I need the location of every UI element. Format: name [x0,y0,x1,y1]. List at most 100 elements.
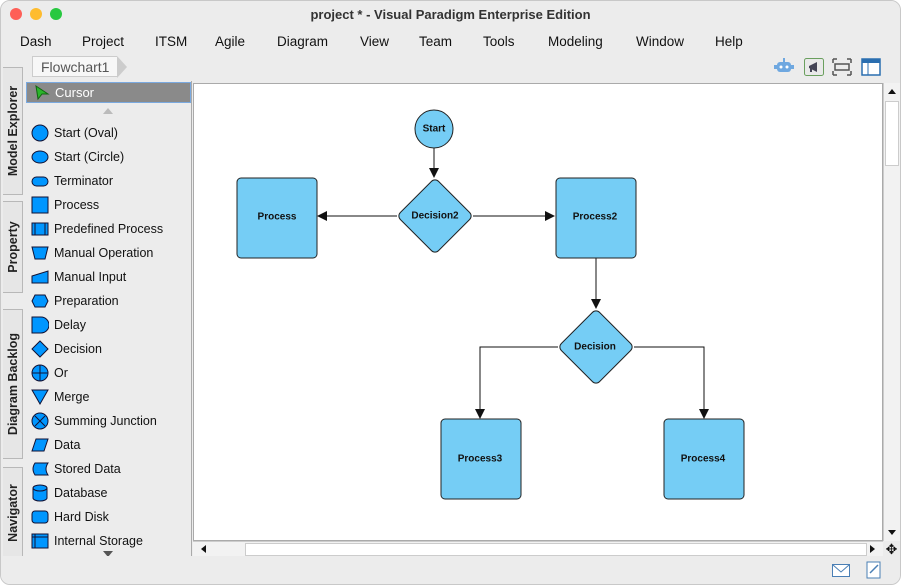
palette-item-label: Internal Storage [54,534,143,548]
node-process4[interactable]: Process4 [663,418,745,500]
tab-model-explorer[interactable]: Model Explorer [3,67,23,195]
scroll-down-arrow-icon[interactable] [103,551,113,557]
palette-item-merge[interactable]: Merge [31,387,89,407]
palette-item-data[interactable]: Data [31,435,80,455]
palette-item-label: Hard Disk [54,510,109,524]
shape-icon [31,438,49,452]
node-process2[interactable]: Process2 [555,177,637,259]
title-bar: project * - Visual Paradigm Enterprise E… [1,1,900,27]
scroll-right-icon[interactable] [870,545,875,553]
palette-item-label: Stored Data [54,462,121,476]
menu-diagram[interactable]: Diagram [277,33,329,49]
svg-text:Start: Start [423,124,446,135]
menu-itsm[interactable]: ITSM [155,33,188,49]
minimize-button[interactable] [30,8,42,20]
palette-item-start-oval[interactable]: Start (Oval) [31,123,118,143]
node-process[interactable]: Process [236,177,318,259]
palette-item-summing-junction[interactable]: Summing Junction [31,411,157,431]
menu-project[interactable]: Project [82,33,125,49]
svg-text:Process3: Process3 [458,454,503,465]
shape-icon [31,294,49,308]
connector-decision-process3[interactable] [475,346,558,419]
menu-bar: Dash Project ITSM Agile Diagram View Tea… [1,29,900,53]
horizontal-scrollbar[interactable] [193,541,883,557]
menu-modeling[interactable]: Modeling [548,33,603,49]
status-bar [1,556,900,584]
tab-property[interactable]: Property [3,201,23,293]
palette-item-label: Or [54,366,68,380]
side-tabs: Model Explorer Property Diagram Backlog … [1,59,25,559]
menu-window[interactable]: Window [636,33,685,49]
palette-item-label: Start (Circle) [54,150,125,164]
palette-item-or[interactable]: Or [31,363,68,383]
svg-text:Process: Process [258,212,297,223]
close-button[interactable] [10,8,22,20]
palette-item-label: Decision [54,342,102,356]
shape-icon [32,462,49,476]
palette-item-stored-data[interactable]: Stored Data [31,459,121,479]
shape-icon [31,176,49,187]
palette-item-manual-operation[interactable]: Manual Operation [31,243,153,263]
palette-item-terminator[interactable]: Terminator [31,171,113,191]
menu-agile[interactable]: Agile [215,33,246,49]
shape-icon [31,196,49,214]
palette-item-predefined-process[interactable]: Predefined Process [31,219,163,239]
shape-icon [31,364,49,382]
node-process3[interactable]: Process3 [440,418,522,500]
palette-item-decision[interactable]: Decision [31,339,102,359]
breadcrumb-flowchart1[interactable]: Flowchart1 [32,56,128,78]
palette-item-label: Manual Operation [54,246,154,260]
pan-icon[interactable]: ✥ [885,541,898,557]
node-start[interactable]: Start [414,109,454,149]
palette-item-label: Start (Oval) [54,126,118,140]
palette-item-internal-storage[interactable]: Internal Storage [31,531,143,551]
vertical-scroll-thumb[interactable] [885,101,899,166]
scroll-left-icon[interactable] [201,545,206,553]
palette-cursor[interactable]: Cursor [26,82,191,103]
palette-item-database[interactable]: Database [31,483,108,503]
menu-dash[interactable]: Dash [20,33,52,49]
node-decision[interactable]: Decision [558,309,634,385]
zoom-button[interactable] [50,8,62,20]
tab-navigator[interactable]: Navigator [3,467,23,559]
horizontal-scroll-thumb[interactable] [245,543,867,556]
shape-icon [31,340,49,358]
scroll-down-icon[interactable] [888,530,896,535]
notes-icon[interactable] [866,561,882,579]
tab-diagram-backlog[interactable]: Diagram Backlog [3,309,23,459]
menu-help[interactable]: Help [715,33,743,49]
menu-team[interactable]: Team [419,33,453,49]
shape-icon [31,389,49,406]
palette-item-label: Data [54,438,81,452]
robot-icon[interactable] [774,58,794,76]
palette-item-label: Manual Input [54,270,127,284]
node-decision2[interactable]: Decision2 [397,178,473,254]
scroll-up-icon[interactable] [888,89,896,94]
diagram-palette: Cursor Start (Oval) Start (Circle) Termina… [25,81,192,559]
diagram-canvas[interactable]: Start Decision2 Process Process2 Decisio… [193,83,883,541]
menu-view[interactable]: View [360,33,390,49]
vertical-scrollbar[interactable] [883,83,900,541]
shape-icon [31,246,49,260]
palette-item-label: Preparation [54,294,119,308]
shape-icon [32,484,48,502]
palette-item-delay[interactable]: Delay [31,315,86,335]
layout-panel-icon[interactable] [861,58,881,76]
cursor-arrow-icon [35,85,50,101]
shape-icon [31,533,49,549]
connector-decision-process4[interactable] [634,346,709,419]
palette-item-start-circle[interactable]: Start (Circle) [31,147,124,167]
scroll-up-arrow-icon[interactable] [103,108,113,114]
palette-item-process[interactable]: Process [31,195,99,215]
palette-item-hard-disk[interactable]: Hard Disk [31,507,109,527]
palette-item-label: Predefined Process [54,222,164,236]
palette-item-manual-input[interactable]: Manual Input [31,267,126,287]
fit-diagram-icon[interactable] [832,58,852,76]
mail-icon[interactable] [832,564,850,577]
palette-item-label: Delay [54,318,86,332]
palette-item-preparation[interactable]: Preparation [31,291,119,311]
svg-text:Process4: Process4 [681,454,726,465]
megaphone-icon[interactable] [804,58,824,76]
menu-tools[interactable]: Tools [483,33,515,49]
